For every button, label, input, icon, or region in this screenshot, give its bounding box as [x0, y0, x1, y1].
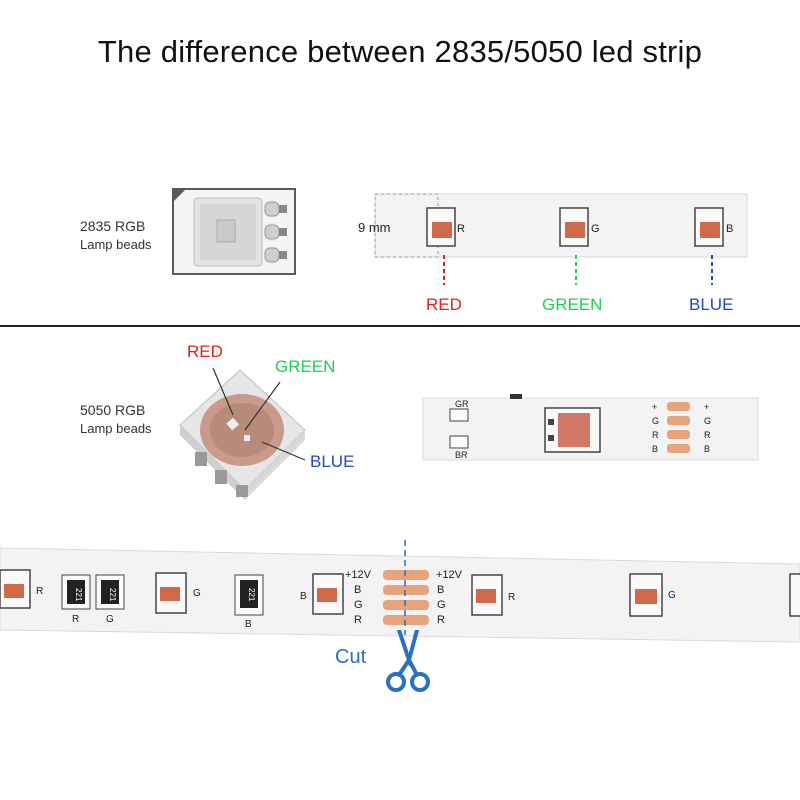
svg-text:B: B: [300, 591, 307, 602]
svg-text:B: B: [354, 584, 361, 596]
svg-text:G: G: [106, 614, 114, 625]
label-red: RED: [426, 295, 462, 314]
bead-5050-leaders: [212, 367, 306, 461]
led-2835-red: R: [426, 207, 465, 247]
section-divider: [0, 325, 800, 327]
svg-text:R: R: [652, 430, 659, 440]
svg-text:R: R: [354, 614, 362, 626]
resistor-top-label: GR: [455, 399, 469, 409]
svg-text:B: B: [245, 619, 252, 630]
callout-red: RED: [187, 342, 223, 361]
width-label: 9 mm: [358, 220, 391, 235]
resistor-bottom-label: BR: [455, 450, 468, 460]
strip-5050-image: GR BR + G R B + G R B: [422, 394, 759, 461]
color-leaders: [443, 255, 713, 285]
led-mark-r: R: [457, 223, 465, 235]
callout-green: GREEN: [275, 357, 336, 376]
svg-text:G: G: [668, 590, 676, 601]
led-mark-g: G: [591, 223, 600, 235]
label-blue: BLUE: [689, 295, 734, 314]
bottom-strip-image: R 221 R 221 G G 221 B B +12V B G R +12V …: [0, 540, 800, 643]
svg-text:221: 221: [247, 588, 256, 602]
bead-5050-label: 5050 RGB: [80, 402, 146, 418]
svg-text:221: 221: [108, 588, 117, 602]
svg-text:+12V: +12V: [436, 569, 463, 581]
led-mark-b: B: [726, 223, 733, 235]
svg-text:B: B: [704, 444, 710, 454]
bead-5050-image: [179, 369, 306, 500]
callout-blue: BLUE: [310, 452, 355, 471]
svg-text:R: R: [437, 614, 445, 626]
led-2835-green: G: [559, 207, 600, 247]
svg-text:R: R: [704, 430, 711, 440]
svg-text:B: B: [652, 444, 658, 454]
bead-2835-sublabel: Lamp beads: [80, 237, 152, 252]
label-green: GREEN: [542, 295, 603, 314]
svg-text:221: 221: [74, 588, 83, 602]
svg-text:R: R: [36, 586, 43, 597]
bead-5050-sublabel: Lamp beads: [80, 421, 152, 436]
svg-text:R: R: [508, 592, 515, 603]
strip-2835-image: R G B: [374, 193, 748, 258]
svg-text:G: G: [193, 588, 201, 599]
cut-label: Cut: [335, 646, 367, 668]
scissors-icon: [386, 630, 430, 692]
led-2835-blue: B: [694, 207, 733, 247]
bead-2835-label: 2835 RGB: [80, 218, 146, 234]
svg-text:+: +: [652, 402, 657, 412]
svg-text:G: G: [704, 416, 711, 426]
svg-text:G: G: [437, 599, 446, 611]
bead-2835-image: [172, 188, 296, 275]
svg-text:R: R: [72, 614, 79, 625]
svg-text:G: G: [354, 599, 363, 611]
svg-text:G: G: [652, 416, 659, 426]
svg-text:+12V: +12V: [345, 569, 372, 581]
svg-text:B: B: [437, 584, 444, 596]
pads-5050: + G R B + G R B: [652, 402, 711, 454]
page-title: The difference between 2835/5050 led str…: [97, 34, 703, 69]
svg-text:+: +: [704, 402, 709, 412]
